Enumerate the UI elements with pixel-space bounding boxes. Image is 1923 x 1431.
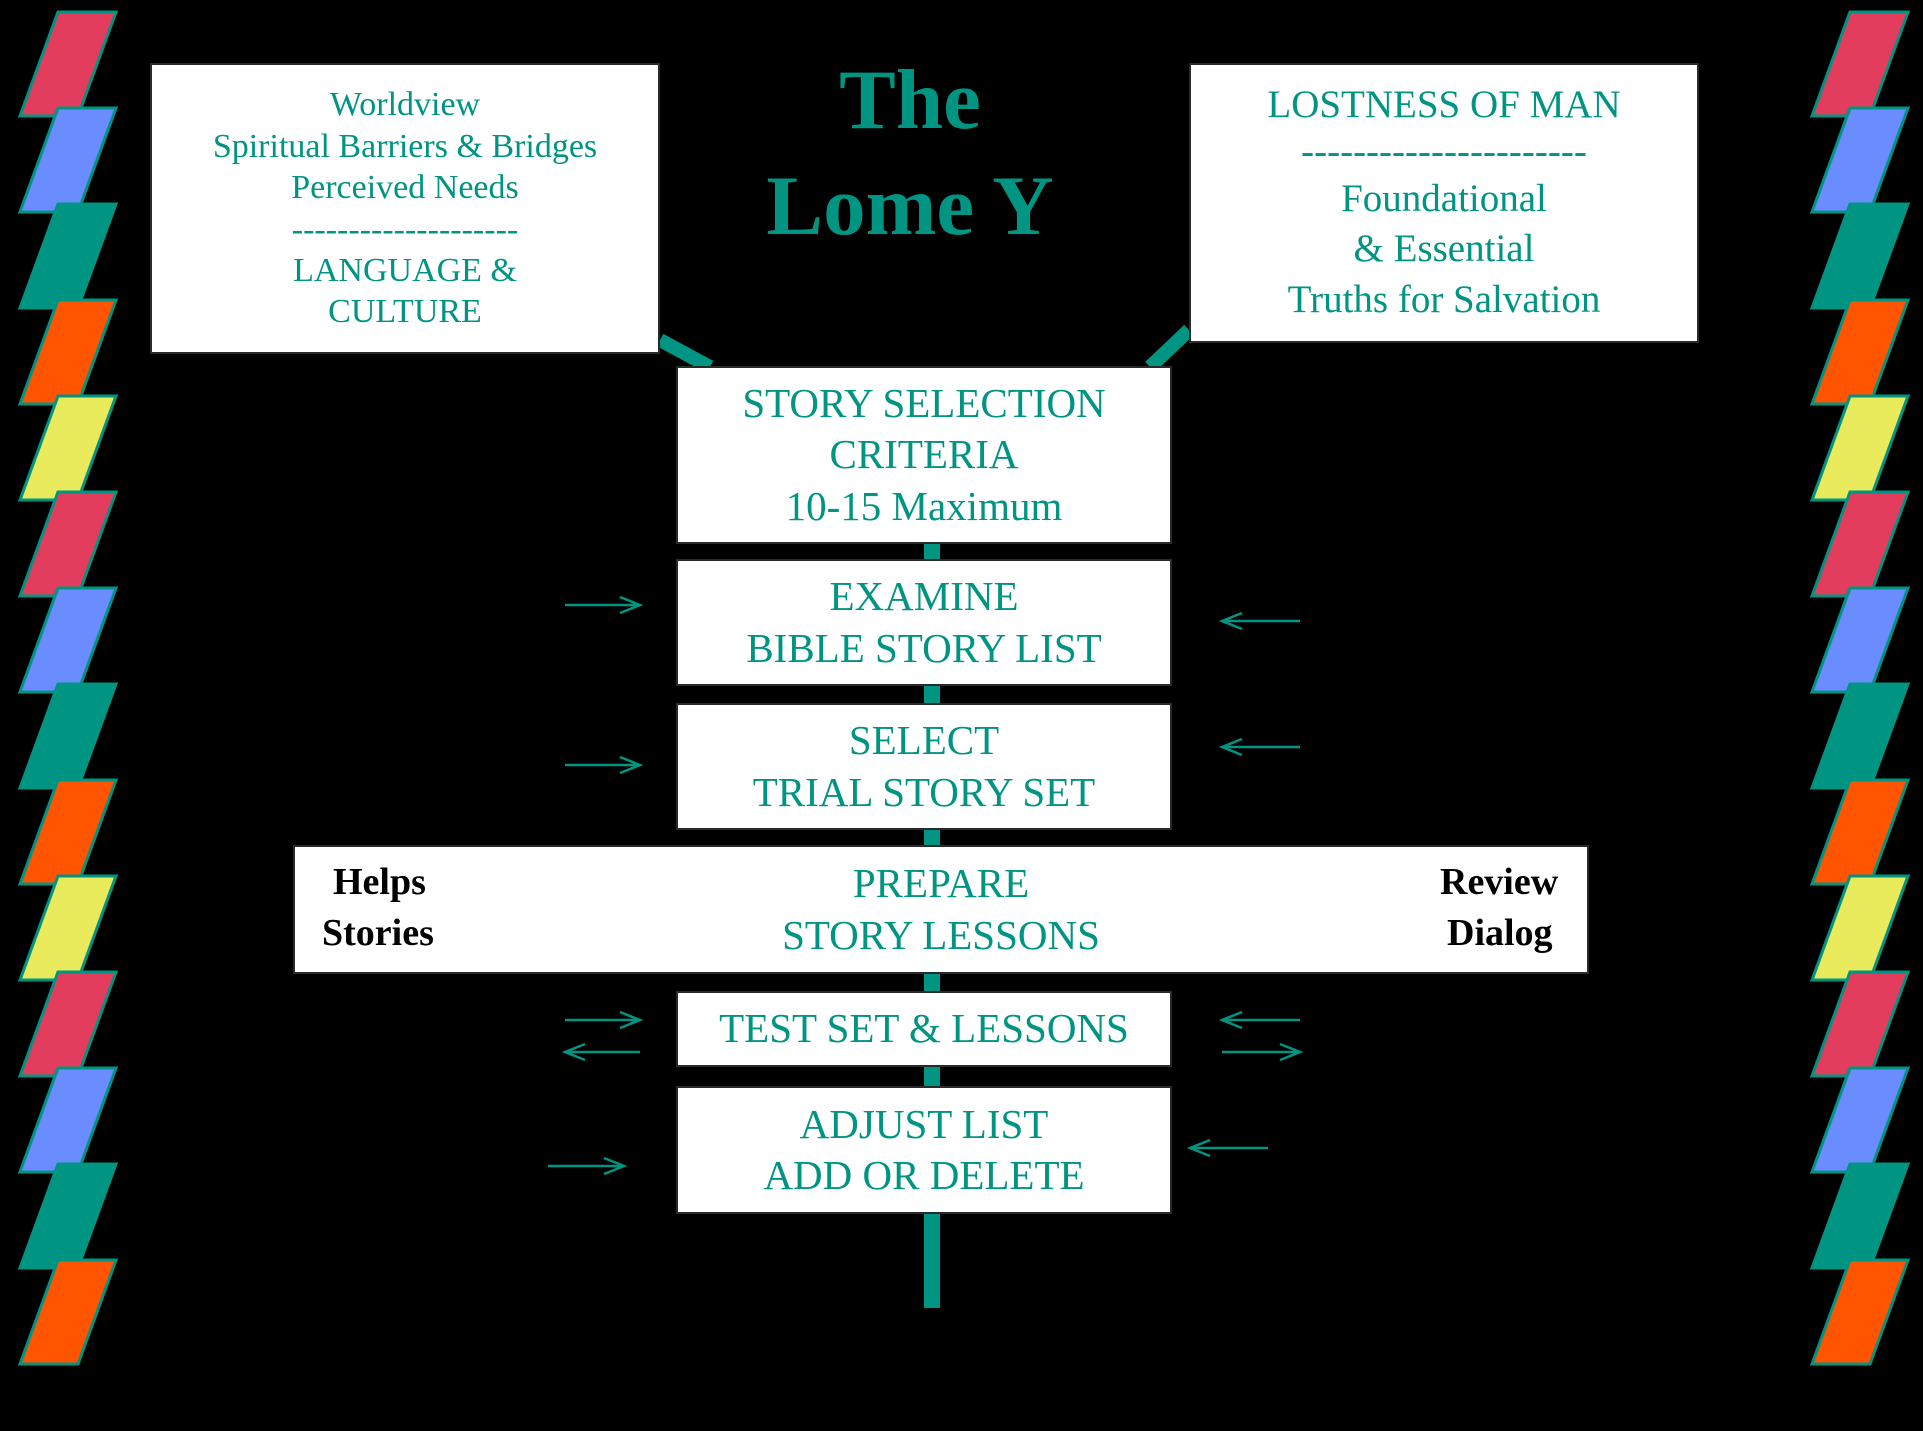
step-line: PREPARE	[852, 860, 1030, 907]
stripe-segment	[17, 106, 119, 214]
label-stories: Stories	[322, 912, 434, 954]
stripe-segment	[1809, 970, 1911, 1078]
step-line: SELECT	[848, 717, 1000, 764]
y-arm-right	[1145, 324, 1194, 373]
y-arm-left	[656, 333, 714, 374]
right-decorative-stripes	[1809, 10, 1911, 1366]
truths-line: Foundational	[1341, 176, 1547, 220]
step-line: STORY SELECTION	[742, 380, 1106, 427]
stripe-segment	[17, 586, 119, 694]
step-test-set-and-lessons: TEST SET & LESSONS	[676, 991, 1172, 1067]
flow-arrow-head	[1218, 737, 1243, 757]
stripe-segment	[1809, 490, 1911, 598]
stripe-segment	[1809, 778, 1911, 886]
step-line: BIBLE STORY LIST	[746, 624, 1102, 671]
context-line: CULTURE	[328, 293, 482, 331]
context-line: Spiritual Barriers & Bridges	[212, 127, 598, 165]
context-line: LANGUAGE &	[293, 251, 517, 289]
truths-line: Truths for Salvation	[1287, 278, 1601, 322]
stripe-segment	[17, 970, 119, 1078]
stripe-segment	[1809, 298, 1911, 406]
step-line: ADJUST LIST	[799, 1100, 1049, 1147]
step-line: ADD OR DELETE	[763, 1152, 1085, 1198]
stripe-segment	[17, 682, 119, 790]
label-helps: Helps	[333, 861, 426, 903]
stripe-segment	[17, 1258, 119, 1366]
flow-arrow-head	[1218, 1010, 1243, 1030]
title-line-1: The	[839, 53, 981, 147]
truths-box: LOSTNESS OF MAN ---------------------- F…	[1189, 63, 1699, 343]
stripe-segment	[17, 10, 119, 118]
step-adjust-list: ADJUST LIST ADD OR DELETE	[676, 1086, 1172, 1214]
label-review: Review	[1440, 861, 1559, 903]
step-line: STORY LESSONS	[782, 911, 1100, 958]
stripe-segment	[17, 202, 119, 310]
left-decorative-stripes	[17, 10, 119, 1366]
context-divider: --------------------	[291, 210, 519, 248]
flow-arrow-head	[1218, 611, 1243, 631]
step-prepare-story-lessons: PREPARE STORY LESSONS	[293, 845, 1589, 974]
flow-arrow-head	[619, 1010, 644, 1030]
stripe-segment	[17, 490, 119, 598]
stripe-segment	[1809, 586, 1911, 694]
context-box: Worldview Spiritual Barriers & Bridges P…	[150, 63, 660, 354]
context-line: Perceived Needs	[291, 169, 519, 207]
step-line: CRITERIA	[829, 431, 1019, 478]
flow-arrow-head	[561, 1042, 586, 1062]
stripe-segment	[17, 1162, 119, 1270]
stripe-segment	[17, 1066, 119, 1174]
stripe-segment	[1809, 394, 1911, 502]
stripe-segment	[17, 778, 119, 886]
step-line: EXAMINE	[829, 573, 1019, 620]
stripe-segment	[1809, 1258, 1911, 1366]
step-select-trial-story-set: SELECT TRIAL STORY SET	[676, 703, 1172, 830]
stripe-segment	[1809, 1162, 1911, 1270]
flow-arrow-head	[1186, 1138, 1211, 1158]
stripe-segment	[1809, 106, 1911, 214]
stripe-segment	[1809, 1066, 1911, 1174]
step-line: TRIAL STORY SET	[752, 768, 1096, 815]
context-line: Worldview	[329, 86, 481, 124]
label-dialog: Dialog	[1447, 912, 1553, 954]
stripe-segment	[17, 394, 119, 502]
flow-arrow-head	[619, 595, 644, 615]
flow-arrow-head	[619, 755, 644, 775]
step-story-selection-criteria: STORY SELECTION CRITERIA 10-15 Maximum	[676, 366, 1172, 544]
step-examine-bible-story-list: EXAMINE BIBLE STORY LIST	[676, 559, 1172, 686]
stripe-segment	[17, 298, 119, 406]
stripe-segment	[1809, 874, 1911, 982]
stripe-segment	[17, 874, 119, 982]
flow-arrow-head	[603, 1156, 628, 1176]
truths-line: & Essential	[1353, 227, 1535, 271]
title-line-2: Lome Y	[766, 159, 1054, 253]
stripe-segment	[1809, 682, 1911, 790]
flow-arrow-head	[1279, 1042, 1304, 1062]
truths-line: LOSTNESS OF MAN	[1267, 83, 1621, 127]
stripe-segment	[1809, 202, 1911, 310]
step-line: 10-15 Maximum	[785, 482, 1063, 529]
step-line: TEST SET & LESSONS	[719, 1005, 1129, 1052]
truths-divider: ----------------------	[1301, 129, 1587, 173]
stripe-segment	[1809, 10, 1911, 118]
